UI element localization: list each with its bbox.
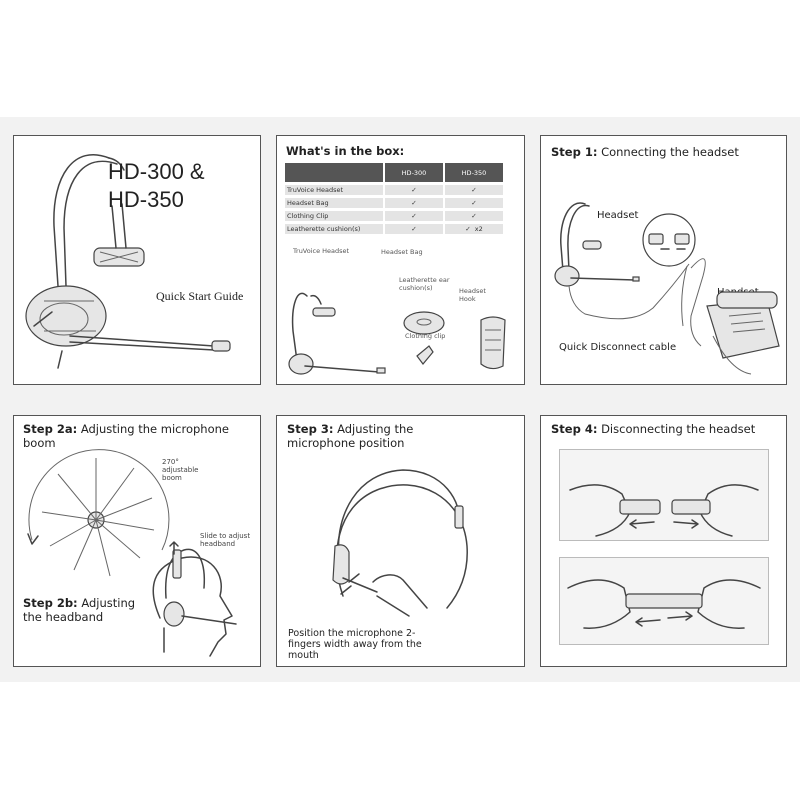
label-bag: Headset Bag: [381, 248, 423, 256]
label-headset: TruVoice Headset: [293, 247, 350, 255]
table-row: Headset Bag ✓ ✓: [285, 198, 503, 208]
disconnect-photo-2: [559, 557, 769, 645]
disconnect-photo-1: [559, 449, 769, 541]
cover-title: HD-300 & HD-350: [108, 159, 205, 212]
label-cable: Quick Disconnect cable: [559, 342, 677, 353]
step3-heading: Step 3: Adjusting the microphone positio…: [287, 422, 414, 450]
step3-caption: Position the microphone 2-fingers width …: [288, 628, 422, 661]
step1-heading: Step 1: Connecting the headset: [551, 145, 739, 159]
step1-illustration: [554, 202, 780, 375]
step2-illustration: [27, 449, 237, 657]
hands-pulling-illustration: [569, 484, 759, 537]
table-row: Clothing Clip ✓ ✓: [285, 211, 503, 221]
step2a-heading: Step 2a: Adjusting the microphone boom: [23, 422, 229, 450]
col-hd300: HD-300: [385, 163, 443, 182]
label-clip: Clothing clip: [405, 332, 446, 340]
label-hook: Headset Hook: [459, 287, 486, 303]
step3-panel: Step 3: Adjusting the microphone positio…: [276, 415, 525, 667]
cover-panel: HD-300 & HD-350 Quick Start Guide: [13, 135, 261, 385]
cover-subtitle: Quick Start Guide: [156, 289, 244, 303]
hands-separating-illustration: [567, 579, 761, 629]
step4-heading: Step 4: Disconnecting the headset: [551, 422, 756, 436]
label-headset: Headset: [597, 210, 639, 221]
box-heading: What's in the box:: [286, 144, 405, 158]
step2b-heading: Step 2b: Adjusting the headband: [23, 596, 136, 624]
boom-note: 270° adjustable boom: [162, 458, 199, 482]
col-hd350: HD-350: [445, 163, 503, 182]
step4-panel: Step 4: Disconnecting the headset: [540, 415, 787, 667]
box-contents-panel: What's in the box: HD-300 HD-350 TruVoic…: [276, 135, 525, 385]
step1-panel: Step 1: Connecting the headset Headset H…: [540, 135, 787, 385]
headset-illustration: [25, 153, 231, 369]
table-row: Leatherette cushion(s) ✓ ✓ x2: [285, 224, 503, 234]
step3-illustration: [332, 469, 468, 617]
box-contents-table: HD-300 HD-350 TruVoice Headset ✓ ✓ Heads…: [283, 160, 505, 237]
label-cushion: Leatherette ear cushion(s): [399, 276, 450, 292]
step2-panel: Step 2a: Adjusting the microphone boom 2…: [13, 415, 261, 667]
box-items-illustration: [288, 292, 506, 375]
slide-note: Slide to adjust headband: [200, 532, 251, 548]
table-row: TruVoice Headset ✓ ✓: [285, 185, 503, 195]
